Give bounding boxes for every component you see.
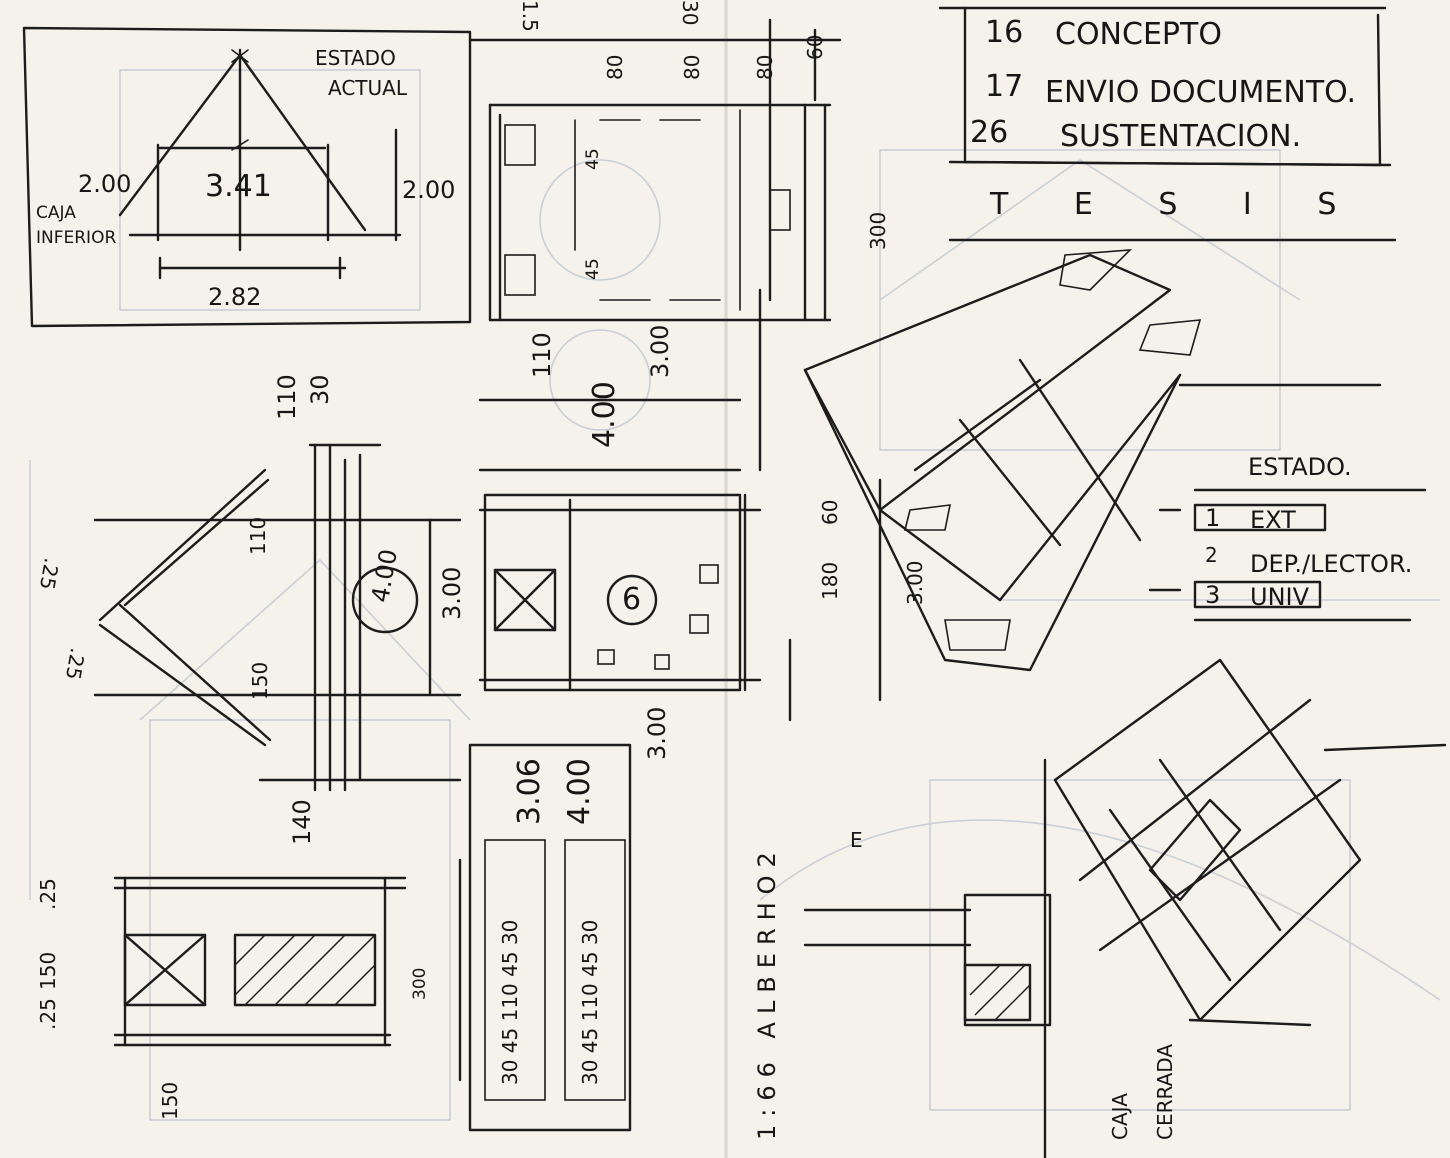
dim-180-right: 180 <box>818 561 842 600</box>
note-1-num: 16 <box>985 15 1024 50</box>
note-3-num: 26 <box>970 115 1009 150</box>
isometric-box-upper <box>803 249 1382 672</box>
notes-frame <box>938 6 1397 242</box>
tesis-label: T E S I S <box>990 187 1365 222</box>
dim-140: 140 <box>288 799 316 845</box>
strip-2: 30 45 110 45 30 <box>578 919 602 1085</box>
dim-300b-right: 3.00 <box>903 560 927 605</box>
dim-25a: .25 <box>34 556 64 592</box>
estado-item-3-text: UNIV <box>1250 583 1310 611</box>
estado-heading: ESTADO. <box>1248 453 1352 481</box>
dim-left-height: 2.00 <box>78 170 132 198</box>
note-3-text: SUSTENTACION. <box>1060 119 1302 154</box>
strip-1: 30 45 110 45 30 <box>498 919 522 1085</box>
caja-inferior-line1: CAJA <box>36 203 76 223</box>
note-2-text: ENVIO DOCUMENTO. <box>1045 75 1357 110</box>
dim-60b-right: 60 <box>818 499 842 525</box>
estado-legend-lines <box>1148 488 1427 622</box>
estado-item-1-text: EXT <box>1250 506 1296 534</box>
estado-item-2-text: DEP./LECTOR. <box>1250 550 1413 578</box>
estado-actual-line1: ESTADO <box>315 46 396 70</box>
dim-25b: .25 <box>60 646 90 682</box>
dim-300b: 3.00 <box>438 566 466 620</box>
dim-300a: 3.00 <box>646 324 674 378</box>
caja-cerrada-line2: CERRADA <box>1153 1044 1177 1140</box>
dim-45a: 45 <box>583 148 603 170</box>
dim-45b: 45 <box>583 258 603 280</box>
caja-cerrada-line1: CAJA <box>1108 1093 1132 1140</box>
section-diagonal <box>93 443 462 792</box>
dim-right-height: 2.00 <box>402 176 456 204</box>
elevation-block <box>803 893 1052 1027</box>
circle-6: 6 <box>622 582 642 617</box>
scale-label: 1:66 ALBERHO2 <box>753 844 781 1140</box>
note-2-num: 17 <box>985 69 1024 104</box>
isometric-box-lower <box>1043 658 1447 1158</box>
dim-80b: 80 <box>680 54 704 80</box>
dim-center: 3.41 <box>205 169 272 204</box>
dim-110: 110 <box>273 374 301 420</box>
dim-300-right: 300 <box>866 211 890 250</box>
dim-30: 30 <box>306 374 334 405</box>
left-col-150b: 150 <box>158 1081 182 1120</box>
caja-inferior-line2: INFERIOR <box>36 228 117 248</box>
dim-300-small: 300 <box>410 967 430 1000</box>
dim-400a: 4.00 <box>587 381 622 448</box>
dim-150: 150 <box>248 661 272 700</box>
dim-110a: 110 <box>528 332 556 378</box>
estado-actual-frame <box>22 26 472 328</box>
dim-80a: 80 <box>603 54 627 80</box>
box-306: 3.06 <box>512 758 547 825</box>
plan-middle <box>478 493 762 692</box>
left-col-150a: 150 <box>36 951 60 990</box>
plan-bottom-middle <box>458 743 632 1132</box>
estado-actual-line2: ACTUAL <box>328 76 407 100</box>
plan-bottom-left <box>113 876 407 1047</box>
left-col-25a: .25 <box>36 998 60 1030</box>
plan-top <box>468 38 842 472</box>
left-col-25b: .25 <box>36 878 60 910</box>
box-400: 4.00 <box>562 758 597 825</box>
dim-80-right: 80 <box>753 54 777 80</box>
dim-top-b: 30 <box>678 0 702 26</box>
dim-bottom-width: 2.82 <box>208 283 262 311</box>
note-1-text: CONCEPTO <box>1055 17 1222 52</box>
dim-110b: 110 <box>246 516 270 555</box>
estado-item-1-num: 1 <box>1205 504 1221 532</box>
estado-item-2-num: 2 <box>1205 543 1218 567</box>
e-mark: E <box>850 828 863 852</box>
dim-300c: 3.00 <box>643 706 671 760</box>
estado-item-3-num: 3 <box>1205 581 1221 609</box>
dim-60-right: 60 <box>803 34 827 60</box>
ghost-sketches <box>29 69 1441 1121</box>
dim-top-a: 1.5 <box>518 0 542 32</box>
right-vertical-dims <box>768 18 882 722</box>
